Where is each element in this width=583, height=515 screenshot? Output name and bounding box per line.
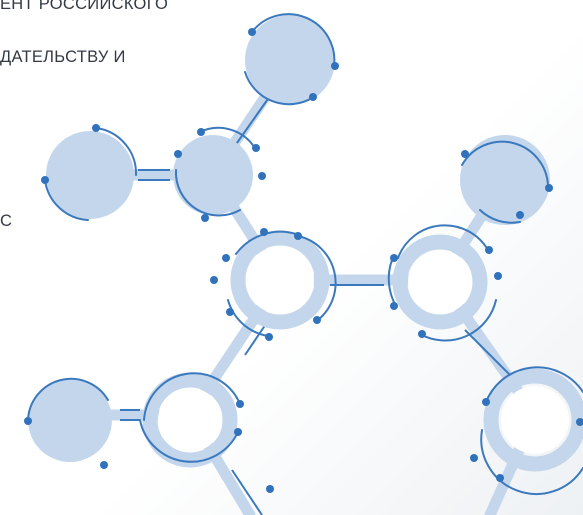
bond-line-group [120,95,516,515]
text-line-2: ДАТЕЛЬСТВУ И [0,48,126,66]
ring-bottom-left [139,372,244,468]
text-line-3: С [0,212,13,230]
node-right-top [460,135,553,225]
ring-center [210,228,337,341]
node-center-left [173,126,266,222]
node-left [41,124,138,221]
ring-right [387,224,502,342]
node-bottom-left [24,377,112,469]
text-line-1: ЕНТ РОССИЙСКОГО [0,0,169,13]
ring-bottom-right [470,366,583,495]
node-top [244,13,339,106]
